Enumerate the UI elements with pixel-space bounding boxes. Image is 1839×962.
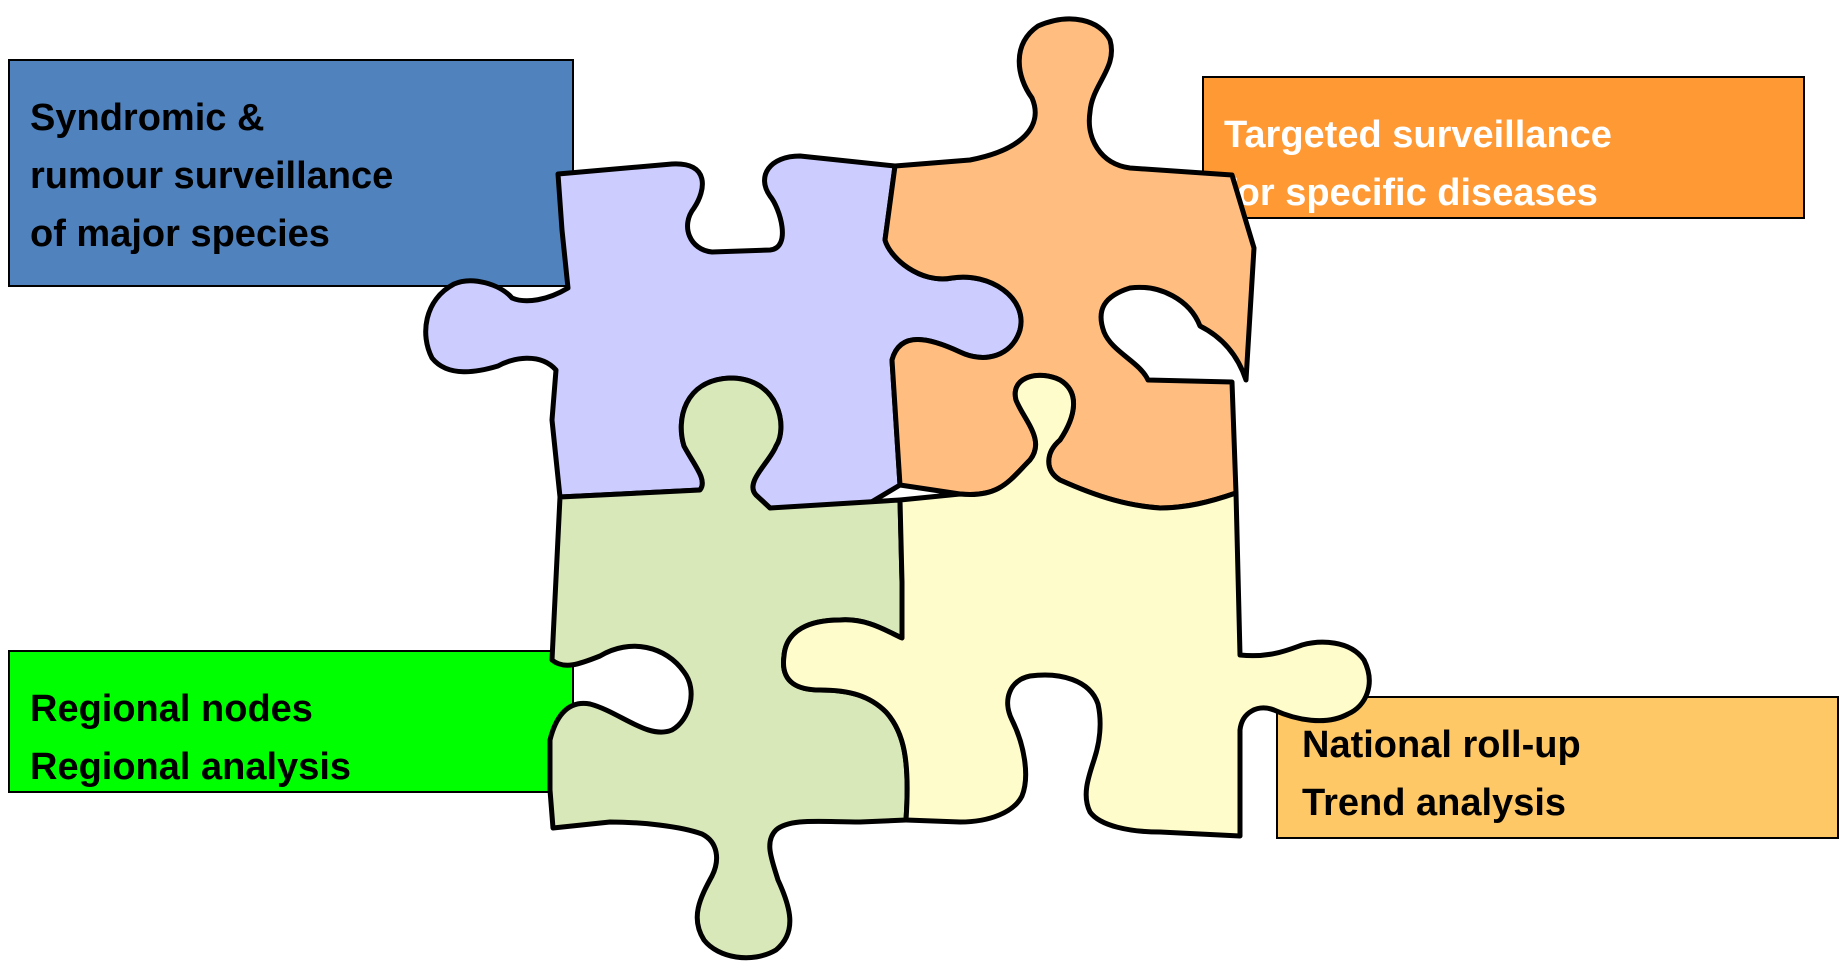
syndromic-line-2: rumour surveillance bbox=[30, 155, 394, 197]
national-rollup-box: National roll-up Trend analysis bbox=[1276, 696, 1839, 839]
syndromic-line-1: Syndromic & bbox=[30, 97, 265, 139]
national-line-1: National roll-up bbox=[1302, 724, 1581, 766]
syndromic-rumour-surveillance-box: Syndromic & rumour surveillance of major… bbox=[8, 59, 574, 287]
puzzle-piece-bottom-right bbox=[781, 372, 1372, 839]
syndromic-line-3: of major species bbox=[30, 213, 330, 255]
puzzle-piece-top-right bbox=[882, 16, 1257, 511]
targeted-line-1: Targeted surveillance bbox=[1224, 114, 1612, 156]
regional-nodes-box: Regional nodes Regional analysis bbox=[8, 650, 574, 793]
national-line-2: Trend analysis bbox=[1302, 782, 1567, 824]
puzzle-piece-bottom-left bbox=[547, 375, 910, 961]
targeted-line-2: for specific diseases bbox=[1224, 172, 1598, 214]
targeted-surveillance-box: Targeted surveillance for specific disea… bbox=[1202, 76, 1805, 219]
regional-line-1: Regional nodes bbox=[30, 688, 313, 730]
regional-line-2: Regional analysis bbox=[30, 746, 352, 788]
